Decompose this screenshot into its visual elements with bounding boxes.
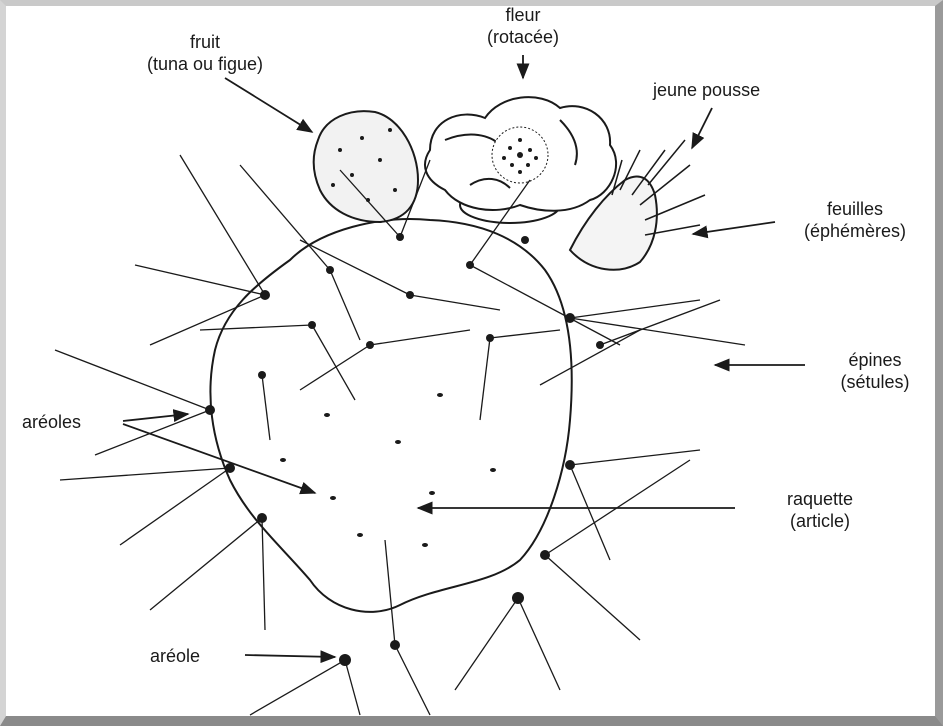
label-areole: aréole bbox=[150, 645, 200, 667]
label-areoles: aréoles bbox=[22, 411, 81, 433]
label-raquette: raquette (article) bbox=[740, 488, 900, 532]
label-epines: épines (sétules) bbox=[815, 349, 935, 393]
arrow-areoles-1 bbox=[123, 414, 188, 421]
label-feuilles-title: feuilles bbox=[770, 198, 940, 220]
label-fruit: fruit (tuna ou figue) bbox=[125, 31, 285, 75]
pad-outline bbox=[210, 219, 571, 612]
label-fruit-title: fruit bbox=[125, 31, 285, 53]
label-epines-sub: (sétules) bbox=[815, 371, 935, 393]
label-jeune-pousse: jeune pousse bbox=[653, 79, 760, 101]
arrow-jeune-pousse bbox=[692, 108, 712, 148]
fruit-shape bbox=[314, 111, 418, 222]
label-fleur-sub: (rotacée) bbox=[453, 26, 593, 48]
label-fruit-sub: (tuna ou figue) bbox=[125, 53, 285, 75]
arrow-fruit bbox=[225, 78, 312, 132]
label-fleur: fleur (rotacée) bbox=[453, 4, 593, 48]
label-raquette-sub: (article) bbox=[740, 510, 900, 532]
label-feuilles-sub: (éphémères) bbox=[770, 220, 940, 242]
label-feuilles: feuilles (éphémères) bbox=[770, 198, 940, 242]
flower-stamens bbox=[492, 127, 548, 183]
arrow-areole bbox=[245, 655, 335, 657]
label-fleur-title: fleur bbox=[453, 4, 593, 26]
label-raquette-title: raquette bbox=[740, 488, 900, 510]
arrow-feuilles bbox=[693, 222, 775, 234]
label-epines-title: épines bbox=[815, 349, 935, 371]
